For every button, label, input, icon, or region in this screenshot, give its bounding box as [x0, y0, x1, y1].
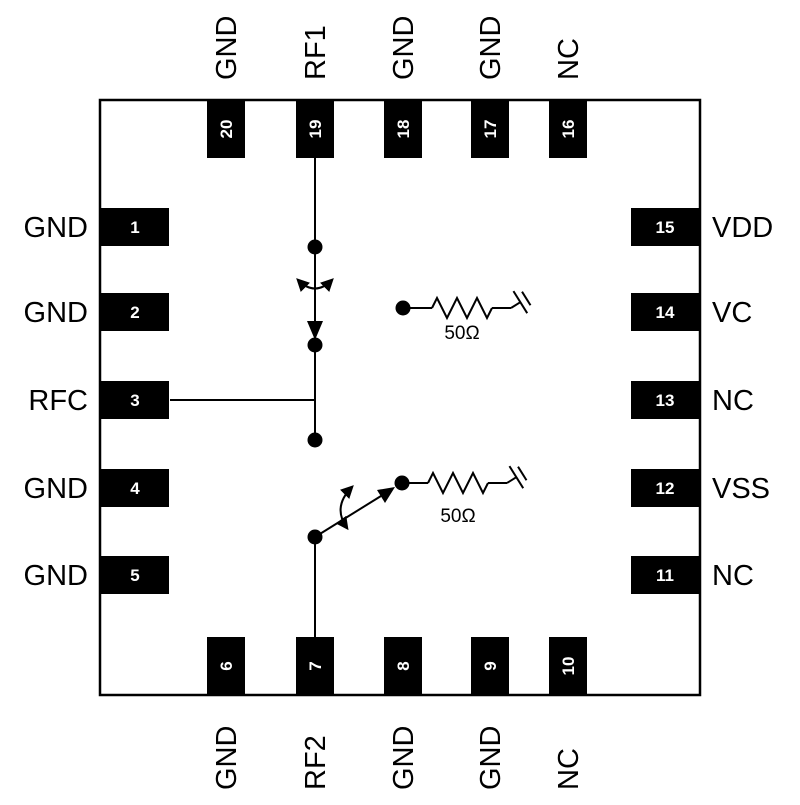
switch-arm-bottom-arrowhead-icon [377, 487, 395, 503]
pin-20-pad [207, 101, 245, 158]
pin-8-pad [384, 637, 422, 694]
rf1-node [307, 239, 323, 255]
pin-1-label: GND [24, 212, 88, 244]
pin-1: 1 GND [24, 208, 169, 246]
resistor-bottom-icon [427, 470, 489, 496]
pin-20-number: 20 [217, 120, 236, 139]
rotation-arrow-icon-bottom [335, 485, 354, 531]
pin-6: 6 GND [207, 637, 245, 790]
pin-12-pad [631, 469, 699, 507]
pin-18-label: GND [388, 16, 420, 80]
resistor-top-label: 50Ω [444, 323, 479, 344]
pin-6-number: 6 [217, 661, 236, 670]
pin-14-number: 14 [656, 303, 675, 322]
pin-3-label: RFC [28, 385, 88, 417]
pin-5-label: GND [24, 560, 88, 592]
pin-9-label: GND [475, 726, 507, 790]
pin-13: 13 NC [631, 381, 754, 419]
pin-3-number: 3 [130, 391, 139, 410]
pin-16: 16 NC [549, 38, 587, 158]
pin-7-pad [296, 637, 334, 694]
pin-18: 18 GND [384, 16, 422, 158]
pin-14-pad [631, 293, 699, 331]
pin-20-label: GND [211, 16, 243, 80]
pin-16-number: 16 [559, 120, 578, 139]
pin-15-pad [631, 208, 699, 246]
pin-13-number: 13 [656, 391, 675, 410]
pin-10: 10 NC [549, 637, 587, 790]
pin-1-number: 1 [130, 218, 139, 237]
pin-13-pad [631, 381, 699, 419]
pin-20: 20 GND [207, 16, 245, 158]
switch-arm-top-arrowhead-icon [307, 321, 323, 340]
pin-14-label: VC [712, 297, 752, 329]
pin-1-pad [101, 208, 169, 246]
pin-12: 12 VSS [631, 469, 770, 507]
pin-15: 15 VDD [631, 208, 773, 246]
pin-11: 11 NC [631, 556, 754, 594]
pin-12-number: 12 [656, 479, 675, 498]
pin-4-number: 4 [130, 479, 140, 498]
pin-14: 14 VC [631, 293, 752, 331]
pin-8-label: GND [388, 726, 420, 790]
pin-2-label: GND [24, 297, 88, 329]
pin-19-number: 19 [306, 120, 325, 139]
pin-5-pad [101, 556, 169, 594]
pin-4-label: GND [24, 473, 88, 505]
pin-3-pad [101, 381, 169, 419]
pin-8-number: 8 [394, 661, 413, 670]
pin-9-pad [471, 637, 509, 694]
internal-schematic [170, 158, 535, 637]
pin-7-number: 7 [306, 661, 325, 670]
pin-18-number: 18 [394, 120, 413, 139]
pin-7-label: RF2 [300, 735, 332, 790]
pin-19-label: RF1 [300, 25, 332, 80]
pin-16-pad [549, 101, 587, 158]
pin-17-label: GND [475, 16, 507, 80]
pin-2: 2 GND [24, 293, 169, 331]
pin-17: 17 GND [471, 16, 509, 158]
pin-10-number: 10 [559, 657, 578, 676]
pin-5-number: 5 [130, 566, 139, 585]
pin-2-number: 2 [130, 303, 139, 322]
pin-18-pad [384, 101, 422, 158]
pin-11-pad [631, 556, 699, 594]
pin-3: 3 RFC [28, 381, 169, 419]
pin-4: 4 GND [24, 469, 169, 507]
chip-outline [98, 98, 702, 697]
pin-11-label: NC [712, 560, 754, 592]
pin-17-number: 17 [481, 120, 500, 139]
pin-19: 19 RF1 [296, 25, 334, 158]
pin-15-label: VDD [712, 212, 773, 244]
pin-6-label: GND [211, 726, 243, 790]
pin-16-label: NC [553, 38, 585, 80]
pin-9: 9 GND [471, 637, 509, 790]
pin-11-number: 11 [656, 566, 674, 585]
pin-10-label: NC [553, 748, 585, 790]
pin-4-pad [101, 469, 169, 507]
pin-10-pad [549, 637, 587, 694]
pin-6-pad [207, 637, 245, 694]
pin-7: 7 RF2 [296, 637, 334, 790]
pin-2-pad [101, 293, 169, 331]
pin-17-pad [471, 101, 509, 158]
resistor-top-icon [431, 295, 493, 321]
resistor-bottom-label: 50Ω [440, 506, 475, 527]
pin-5: 5 GND [24, 556, 169, 594]
pin-19-pad [296, 101, 334, 158]
common-node-bottom [307, 432, 323, 448]
pin-9-number: 9 [481, 661, 500, 670]
pin-13-label: NC [712, 385, 754, 417]
pin-8: 8 GND [384, 637, 422, 790]
pin-12-label: VSS [712, 473, 770, 505]
pin-15-number: 15 [656, 218, 675, 237]
